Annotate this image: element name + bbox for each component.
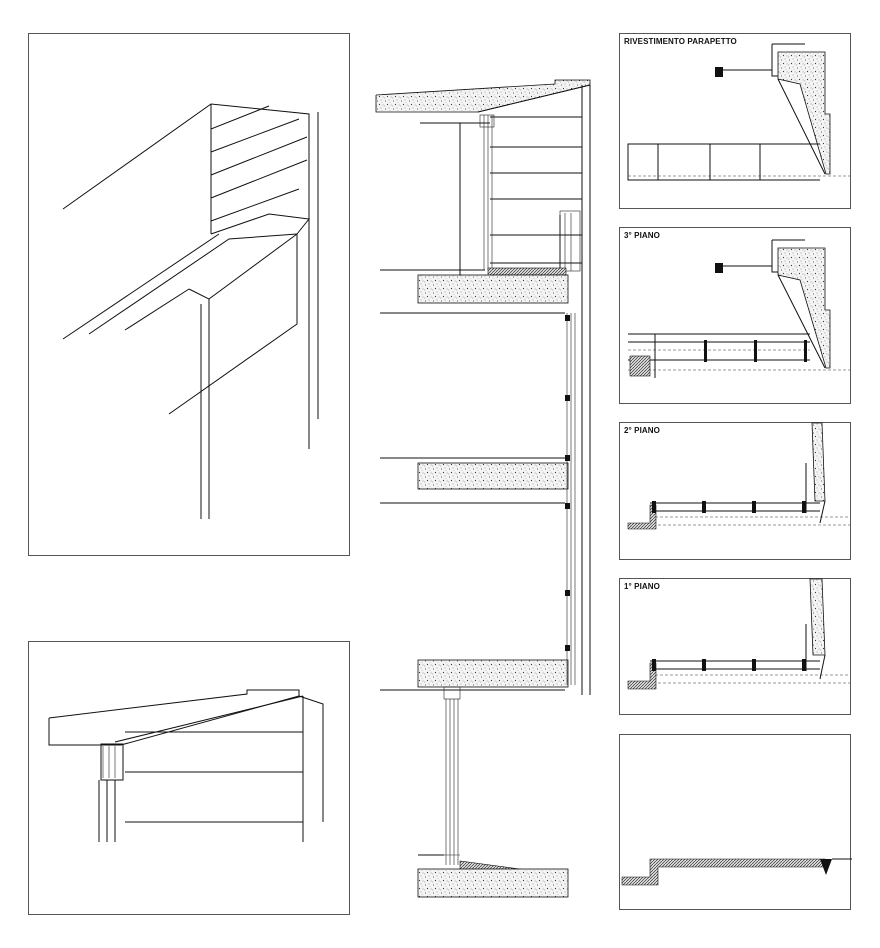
first-floor-panel: 1° PIANO [619,578,851,715]
wall-section-drawing [360,75,605,905]
axonometric-detail-panel [28,33,350,556]
second-floor-drawing [627,422,850,530]
ground-detail-panel [619,734,852,910]
roof-edge-detail-panel [28,641,350,915]
second-floor-panel: 2° PIANO [619,422,851,560]
first-floor-label: 1° PIANO [624,582,661,591]
axonometric-drawing [62,103,319,519]
first-floor-drawing [627,578,850,690]
wall-section-svg [375,79,591,898]
roof-edge-drawing [48,689,324,842]
third-floor-drawing [628,239,850,378]
third-floor-label: 3° PIANO [624,231,661,240]
ground-detail-drawing [621,858,852,886]
parapet-cladding-panel: RIVESTIMENTO PARAPETTO [619,33,851,209]
second-floor-label: 2° PIANO [624,426,661,435]
parapet-cladding-drawing [627,43,850,181]
third-floor-panel: 3° PIANO [619,227,851,404]
parapet-cladding-label: RIVESTIMENTO PARAPETTO [624,37,737,46]
